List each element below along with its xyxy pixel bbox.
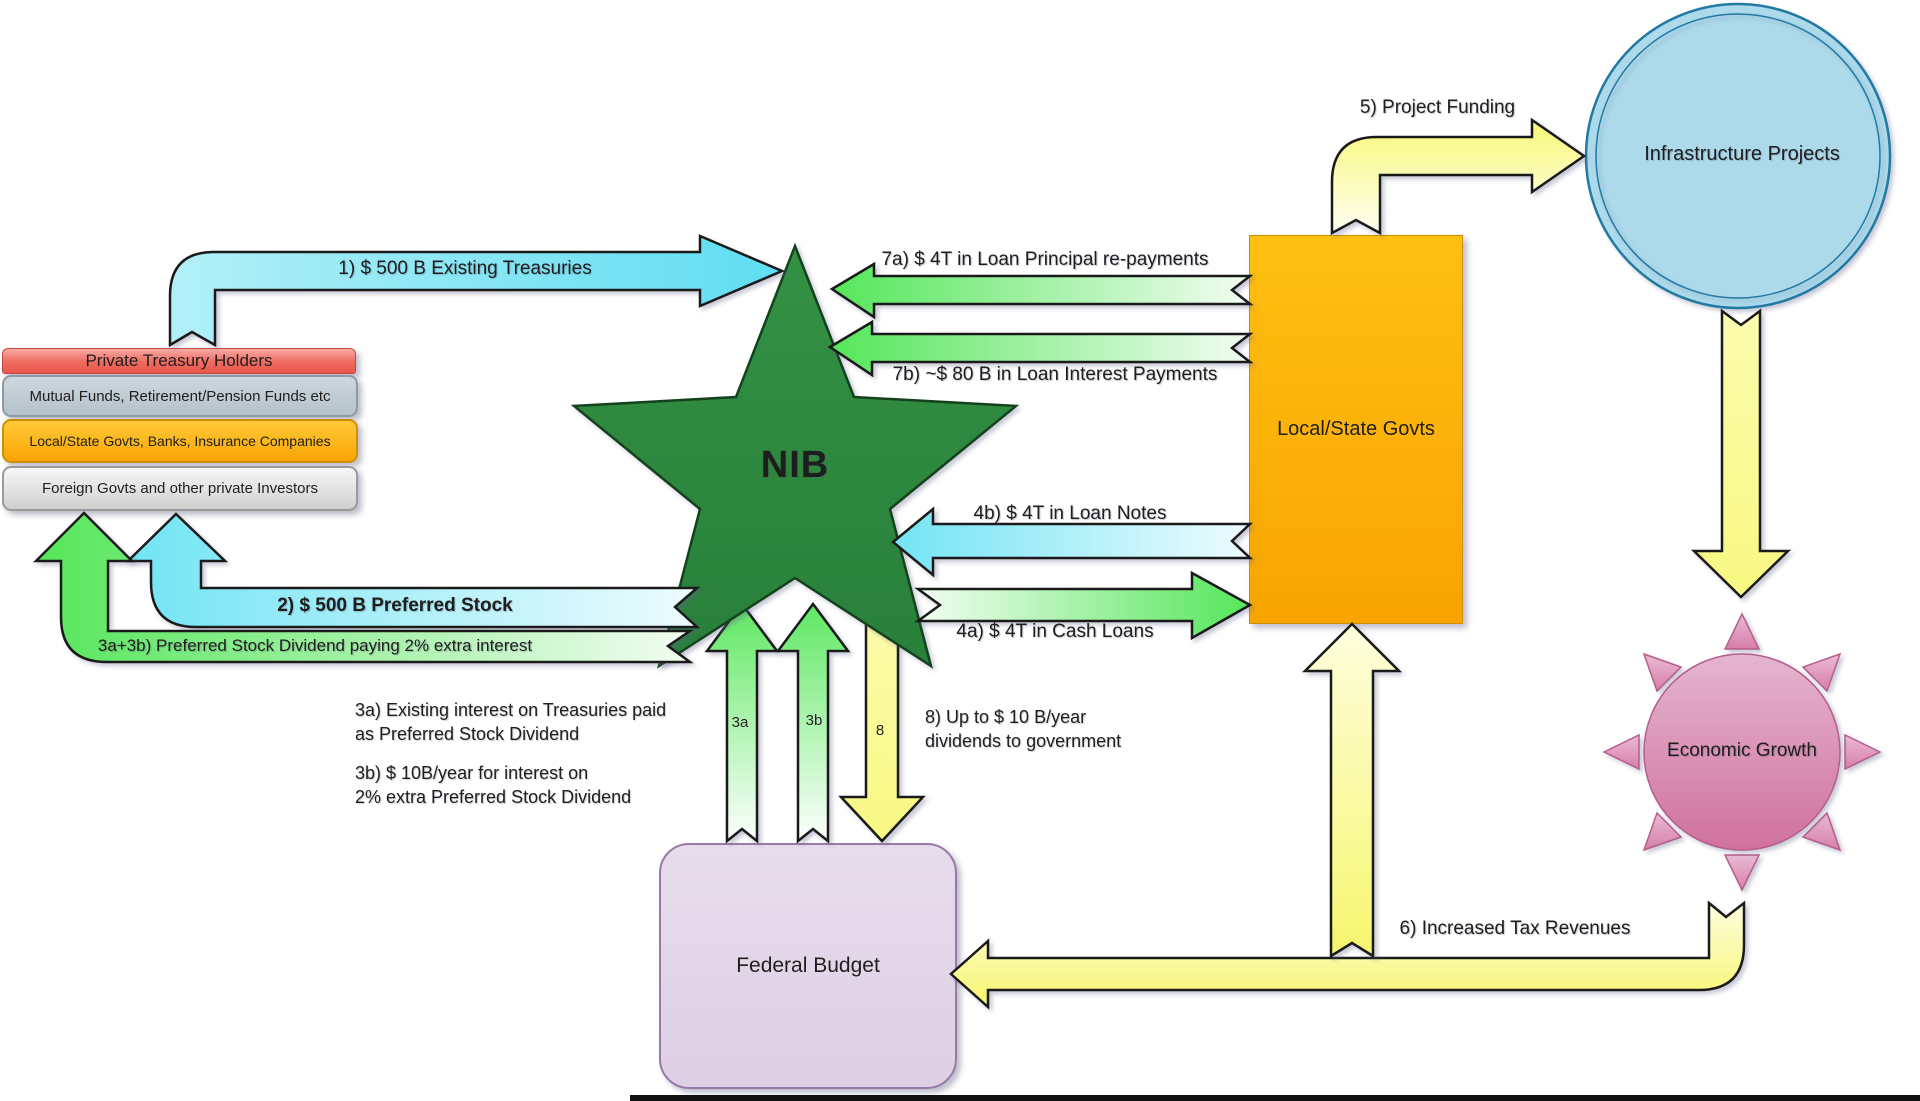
flow-4a-label: 4a) $ 4T in Cash Loans [956,621,1154,642]
flow-8-tag: 8 [875,722,885,739]
flow-3ab-label: 3a+3b) Preferred Stock Dividend paying 2… [97,636,533,655]
flow-7b-arrow [827,319,1254,378]
flow-4b-label: 4b) $ 4T in Loan Notes [973,503,1167,524]
flow-7a-arrow [829,261,1254,320]
sun-ray [1723,612,1761,650]
note-3a: 3a) Existing interest on Treasuries paid… [355,700,667,745]
flow-3a-arrow [704,601,780,844]
sun-ray [1602,733,1640,771]
flow-2-label: 2) $ 500 B Preferred Stock [277,595,513,616]
sun-ray [1642,811,1683,852]
note-3b: 3b) $ 10B/year for interest on 2% extra … [355,763,632,808]
flow-5-label: 5) Project Funding [1359,97,1516,118]
flow-3ab-arrow [32,511,695,664]
sun-ray [1801,811,1842,852]
economic-growth-label: Economic Growth [1667,740,1817,761]
flow-6-arrow [949,900,1746,1010]
flow-5-arrow [1330,117,1587,236]
economic-growth-node [1602,612,1882,892]
infrastructure-projects-node [1584,2,1892,310]
federal-budget-node: Federal Budget [659,843,957,1089]
sun-ray [1844,733,1882,771]
flow-3b-arrow [775,601,851,844]
local-state-govts-node: Local/State Govts [1249,235,1463,624]
flow-6-branch-arrow [1301,622,1403,959]
private-treasury-item-foreign-govts: Foreign Govts and other private Investor… [2,466,358,511]
sun-ray [1642,652,1683,693]
flow-1-arrow [168,234,786,348]
infrastructure-projects-inner-ring [1595,13,1881,299]
private-treasury-item-mutual-funds: Mutual Funds, Retirement/Pension Funds e… [2,375,358,417]
flow-4a-arrow [914,570,1253,641]
projects-to-growth-arrow [1690,308,1792,599]
flow-6-label: 6) Increased Tax Revenues [1399,918,1631,939]
nib-star [570,242,1020,669]
sun-ray [1801,652,1842,693]
private-treasury-holders-header: Private Treasury Holders [2,348,356,374]
flow-8-arrow [838,598,926,843]
flow-7a-label: 7a) $ 4T in Loan Principal re-payments [881,249,1209,270]
sun-ray [1723,854,1761,892]
flow-3a-tag: 3a [731,714,749,731]
sun-body [1643,653,1841,851]
note-8: 8) Up to $ 10 B/year dividends to govern… [925,707,1122,752]
nib-label: NIB [760,444,830,486]
flow-7b-label: 7b) ~$ 80 B in Loan Interest Payments [892,364,1218,385]
bottom-bar [630,1095,1920,1101]
private-treasury-item-local-state-banks: Local/State Govts, Banks, Insurance Comp… [2,419,358,463]
flow-2-arrow [124,512,701,629]
flow-4b-arrow [891,506,1254,578]
flow-3b-tag: 3b [805,712,823,729]
infrastructure-projects-label: Infrastructure Projects [1644,143,1840,165]
flow-1-label: 1) $ 500 B Existing Treasuries [338,258,592,279]
